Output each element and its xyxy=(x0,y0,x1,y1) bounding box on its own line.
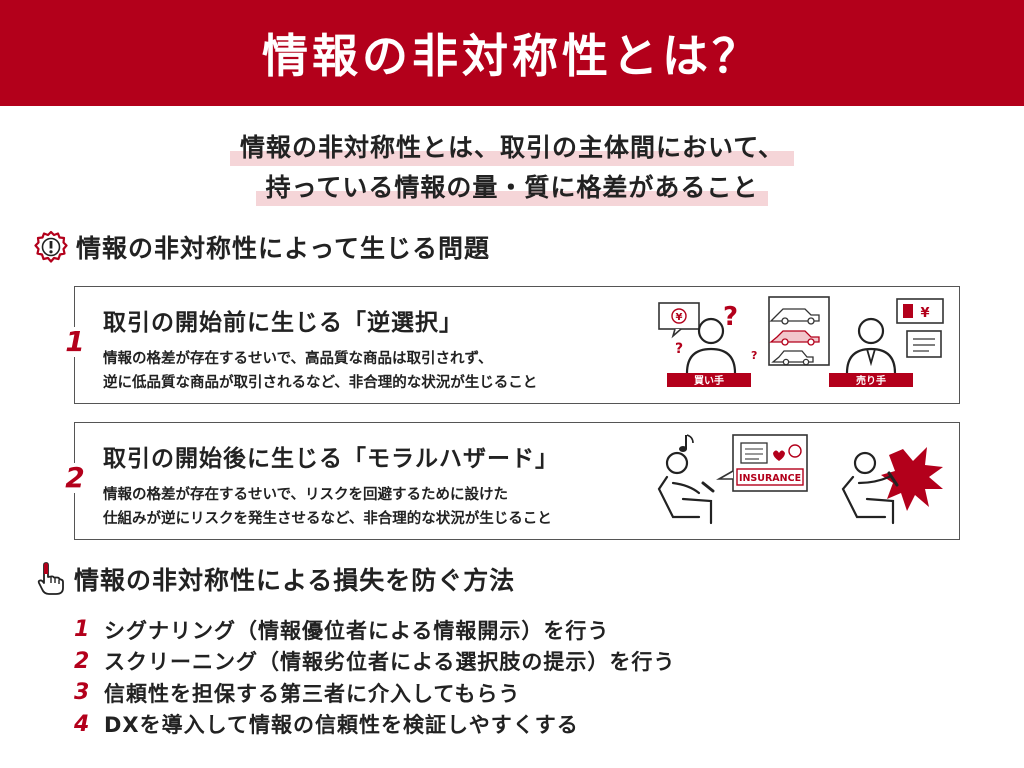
insurance-document-icon: INSURANCE xyxy=(715,434,808,492)
alert-icon xyxy=(34,230,68,263)
insurance-label: INSURANCE xyxy=(739,473,801,484)
problems-heading: 情報の非対称性によって生じる問題 xyxy=(34,229,490,265)
moral-hazard-illustration: INSURANCE xyxy=(657,434,943,525)
seller-label: 売り手 xyxy=(856,374,886,387)
svg-text:¥: ¥ xyxy=(676,312,683,323)
pointing-hand-icon xyxy=(37,562,64,595)
question-mark-icon: ? xyxy=(675,341,683,357)
page-title: 情報の非対称性とは？ xyxy=(262,29,762,83)
problem-card-adverse-selection: 1 取引の開始前に生じる「逆選択」 情報の格差が存在するせいで、高品質な商品は取… xyxy=(63,286,960,404)
measure-number: 4 xyxy=(74,711,90,737)
seller-document-icon: ¥ xyxy=(896,298,944,358)
measures-heading: 情報の非対称性による損失を防ぐ方法 xyxy=(34,561,515,597)
measure-item: 2 スクリーニング（情報劣位者による選択肢の提示）を行う xyxy=(74,646,675,678)
problem-desc-line: 逆に低品質な商品が取引されるなど、非合理的な状況が生じること xyxy=(103,375,538,391)
definition-line-1: 情報の非対称性とは、取引の主体間において、 xyxy=(229,126,794,166)
seller-person-icon xyxy=(845,317,897,374)
buyer-label-badge xyxy=(667,373,751,387)
measure-number: 1 xyxy=(74,617,90,643)
definition-block: 情報の非対称性とは、取引の主体間において、 持っている情報の量・質に格差があるこ… xyxy=(0,126,1024,206)
problem-desc-line: 情報の格差が存在するせいで、リスクを回避するために設けた xyxy=(103,487,508,503)
adverse-selection-illustration: ¥ ? ? ? 買い手 ¥ xyxy=(658,296,944,387)
problem-title: 取引の開始前に生じる「逆選択」 xyxy=(103,310,463,336)
question-mark-icon: ? xyxy=(723,302,738,332)
measures-heading-text: 情報の非対称性による損失を防ぐ方法 xyxy=(74,566,516,595)
problem-title: 取引の開始後に生じる「モラルハザード」 xyxy=(103,446,559,472)
measure-text: シグナリング（情報優位者による情報開示）を行う xyxy=(104,618,610,643)
header-banner: 情報の非対称性とは？ xyxy=(0,0,1024,106)
measure-item: 4 DXを導入して情報の信頼性を検証しやすくする xyxy=(74,709,675,741)
relaxed-driver-icon xyxy=(657,451,715,525)
yen-bubble-icon: ¥ xyxy=(658,302,700,339)
problem-number: 2 xyxy=(63,463,87,493)
svg-text:¥: ¥ xyxy=(920,306,929,321)
measure-text: スクリーニング（情報劣位者による選択肢の提示）を行う xyxy=(104,650,676,675)
problems-heading-text: 情報の非対称性によって生じる問題 xyxy=(76,234,491,263)
measure-text: DXを導入して情報の信頼性を検証しやすくする xyxy=(104,713,579,738)
car-options-icon xyxy=(768,296,830,366)
problem-description: 情報の格差が存在するせいで、リスクを回避するために設けた 仕組みが逆にリスクを発… xyxy=(103,483,663,531)
measure-item: 1 シグナリング（情報優位者による情報開示）を行う xyxy=(74,614,675,646)
measure-text: 信頼性を担保する第三者に介入してもらう xyxy=(104,681,521,706)
measure-item: 3 信頼性を担保する第三者に介入してもらう xyxy=(74,677,675,709)
buyer-person-icon xyxy=(685,317,737,374)
question-mark-icon: ? xyxy=(751,349,757,362)
measure-number: 2 xyxy=(74,648,90,674)
measure-number: 3 xyxy=(74,680,90,706)
problem-card-moral-hazard: 2 取引の開始後に生じる「モラルハザード」 情報の格差が存在するせいで、リスクを… xyxy=(63,422,960,540)
crash-burst-icon xyxy=(881,447,943,511)
problem-desc-line: 情報の格差が存在するせいで、高品質な商品は取引されず、 xyxy=(103,351,493,367)
measures-list: 1 シグナリング（情報優位者による情報開示）を行う 2 スクリーニング（情報劣位… xyxy=(74,614,675,740)
crashing-driver-icon xyxy=(841,451,899,525)
problem-desc-line: 仕組みが逆にリスクを発生させるなど、非合理的な状況が生じること xyxy=(103,511,552,527)
definition-line-2: 持っている情報の量・質に格差があること xyxy=(255,166,769,206)
buyer-label: 買い手 xyxy=(694,374,724,387)
problem-number: 1 xyxy=(63,327,87,357)
problem-description: 情報の格差が存在するせいで、高品質な商品は取引されず、 逆に低品質な商品が取引さ… xyxy=(103,347,663,395)
seller-label-badge xyxy=(829,373,913,387)
music-note-icon xyxy=(679,434,694,452)
